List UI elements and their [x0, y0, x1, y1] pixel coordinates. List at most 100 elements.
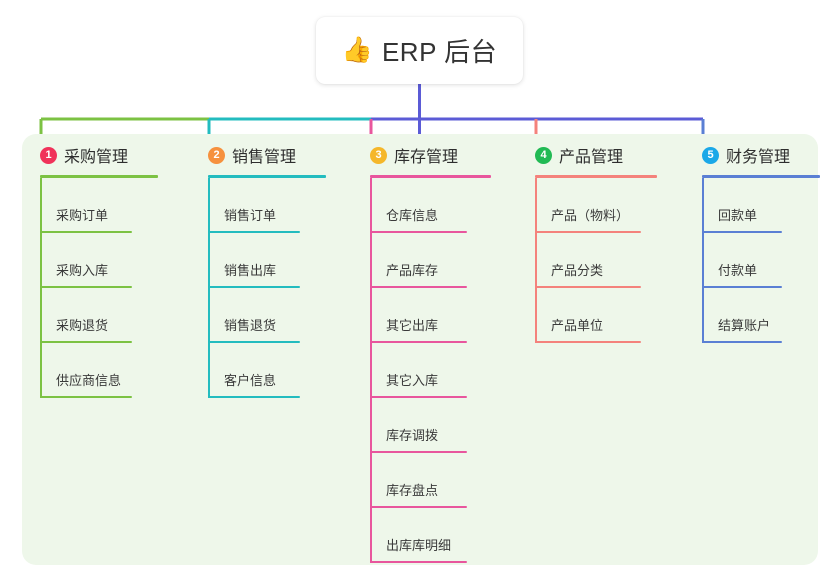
branch-column-1: 1 采购管理采购订单采购入库采购退货供应商信息 — [26, 142, 181, 398]
branch-item-label: 产品分类 — [551, 263, 604, 278]
branch-header-2[interactable]: 2 销售管理 — [194, 142, 349, 168]
branch-item-underline — [40, 286, 132, 288]
branch-item[interactable]: 产品库存 — [356, 233, 514, 288]
branch-item[interactable]: 结算账户 — [688, 288, 816, 343]
branch-underline-3 — [370, 175, 491, 178]
branch-item[interactable]: 产品单位 — [521, 288, 681, 343]
branch-item[interactable]: 采购退货 — [26, 288, 181, 343]
branch-item-label: 供应商信息 — [56, 373, 122, 388]
branch-item-underline — [370, 341, 467, 343]
branch-item-underline — [208, 341, 300, 343]
branch-item-underline — [535, 341, 641, 343]
branch-item-label: 库存盘点 — [386, 483, 439, 498]
branch-column-2: 2 销售管理销售订单销售出库销售退货客户信息 — [194, 142, 349, 398]
branch-header-3[interactable]: 3 库存管理 — [356, 142, 514, 168]
branch-title-4: 产品管理 — [559, 149, 624, 166]
branch-underline-2 — [208, 175, 326, 178]
branch-item-label: 结算账户 — [718, 318, 771, 333]
branch-items-1: 采购订单采购入库采购退货供应商信息 — [26, 178, 181, 398]
branch-title-2: 销售管理 — [232, 149, 297, 166]
branch-item[interactable]: 采购订单 — [26, 178, 181, 233]
branch-title-5: 财务管理 — [726, 149, 791, 166]
branch-header-1[interactable]: 1 采购管理 — [26, 142, 181, 168]
branch-item-label: 客户信息 — [224, 373, 277, 388]
branch-item-label: 销售订单 — [224, 208, 277, 223]
branch-item[interactable]: 客户信息 — [194, 343, 349, 398]
branch-item-underline — [535, 231, 641, 233]
branch-item[interactable]: 付款单 — [688, 233, 816, 288]
branch-item-label: 其它出库 — [386, 318, 439, 333]
branch-underline-4 — [535, 175, 657, 178]
branch-item[interactable]: 销售订单 — [194, 178, 349, 233]
branch-item-underline — [370, 451, 467, 453]
branch-header-5[interactable]: 5 财务管理 — [688, 142, 816, 168]
branch-item-label: 仓库信息 — [386, 208, 439, 223]
branch-badge-4: 4 — [535, 146, 552, 164]
branch-item-underline — [535, 286, 641, 288]
thumbs-up-icon: 👍 — [341, 36, 373, 64]
branch-spine-4 — [535, 178, 537, 343]
branch-badge-5: 5 — [702, 146, 719, 164]
branch-item-label: 销售退货 — [224, 318, 277, 333]
branch-item-underline — [370, 561, 467, 563]
branch-item-label: 付款单 — [718, 263, 758, 278]
branch-underline-5 — [702, 175, 820, 178]
branch-title-3: 库存管理 — [394, 149, 459, 166]
branch-item-label: 产品（物料） — [551, 208, 630, 223]
branch-item[interactable]: 销售出库 — [194, 233, 349, 288]
branch-item[interactable]: 采购入库 — [26, 233, 181, 288]
branch-badge-1: 1 — [40, 146, 57, 164]
branch-item-label: 库存调拨 — [386, 428, 439, 443]
branch-item-label: 采购退货 — [56, 318, 109, 333]
branch-item-label: 产品单位 — [551, 318, 604, 333]
branch-item-underline — [370, 231, 467, 233]
branch-column-5: 5 财务管理回款单付款单结算账户 — [688, 142, 820, 343]
branch-item[interactable]: 仓库信息 — [356, 178, 514, 233]
branch-item-label: 销售出库 — [224, 263, 277, 278]
branches-panel — [22, 134, 818, 565]
branch-item[interactable]: 供应商信息 — [26, 343, 181, 398]
branch-underline-1 — [40, 175, 158, 178]
branch-item-label: 其它入库 — [386, 373, 439, 388]
branch-item-label: 回款单 — [718, 208, 758, 223]
branch-item[interactable]: 库存调拨 — [356, 398, 514, 453]
root-title: ERP 后台 — [381, 37, 498, 67]
branch-items-4: 产品（物料） 产品分类产品单位 — [521, 178, 681, 343]
branch-spine-1 — [40, 178, 42, 398]
branch-item[interactable]: 产品（物料） — [521, 178, 681, 233]
branch-header-4[interactable]: 4 产品管理 — [521, 142, 681, 168]
branch-item[interactable]: 回款单 — [688, 178, 816, 233]
branch-item-underline — [208, 286, 300, 288]
branch-item-underline — [702, 341, 782, 343]
branch-items-5: 回款单付款单结算账户 — [688, 178, 816, 343]
branch-item-label: 出库库明细 — [386, 538, 452, 553]
root-node[interactable]: 👍 ERP 后台 — [316, 17, 523, 84]
branch-item-label: 采购入库 — [56, 263, 109, 278]
branch-item-underline — [208, 231, 300, 233]
branch-item-underline — [702, 286, 782, 288]
branch-item-label: 采购订单 — [56, 208, 109, 223]
branch-badge-2: 2 — [208, 146, 225, 164]
branch-item-underline — [370, 396, 467, 398]
branch-spine-3 — [370, 178, 372, 563]
branch-items-2: 销售订单销售出库销售退货客户信息 — [194, 178, 349, 398]
branch-item[interactable]: 其它入库 — [356, 343, 514, 398]
branch-badge-3: 3 — [370, 146, 387, 164]
branch-item[interactable]: 产品分类 — [521, 233, 681, 288]
branch-spine-5 — [702, 178, 704, 343]
branch-item[interactable]: 库存盘点 — [356, 453, 514, 508]
branch-column-4: 4 产品管理产品（物料） 产品分类产品单位 — [521, 142, 681, 343]
branch-title-1: 采购管理 — [64, 149, 129, 166]
branch-item[interactable]: 销售退货 — [194, 288, 349, 343]
branch-item-underline — [208, 396, 300, 398]
branch-item-underline — [370, 286, 467, 288]
branch-column-3: 3 库存管理仓库信息产品库存其它出库其它入库库存调拨库存盘点出库库明细 — [356, 142, 514, 563]
branch-item-underline — [370, 506, 467, 508]
branch-item[interactable]: 出库库明细 — [356, 508, 514, 563]
branch-item-label: 产品库存 — [386, 263, 439, 278]
branch-item-underline — [40, 341, 132, 343]
branch-spine-2 — [208, 178, 210, 398]
branch-items-3: 仓库信息产品库存其它出库其它入库库存调拨库存盘点出库库明细 — [356, 178, 514, 563]
branch-item[interactable]: 其它出库 — [356, 288, 514, 343]
